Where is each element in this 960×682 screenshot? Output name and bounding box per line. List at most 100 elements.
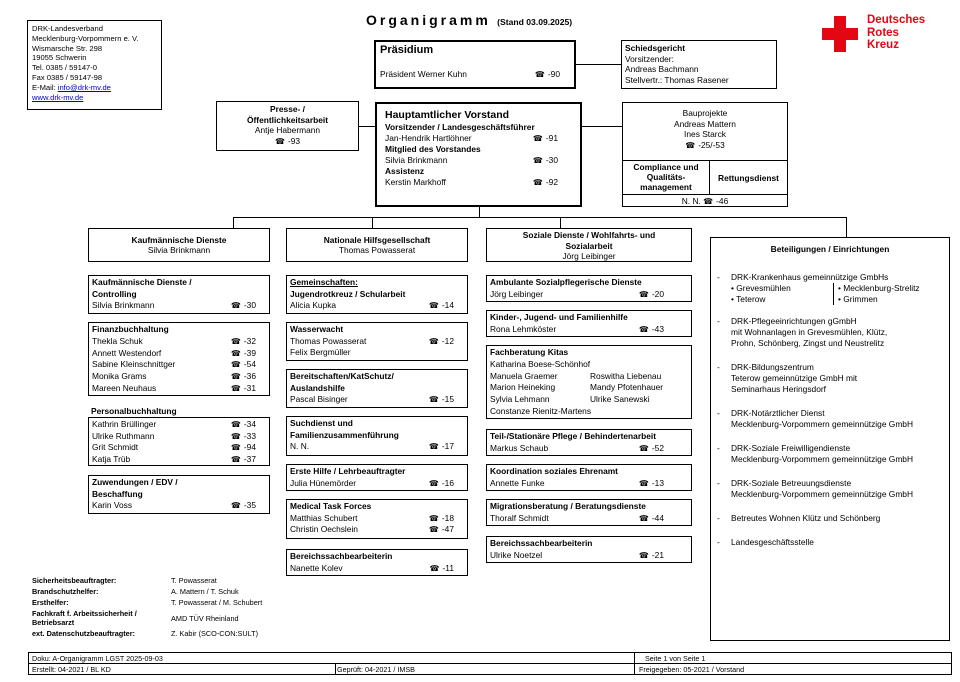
safety-name: Z. Kabir (SCO-CON:SULT) bbox=[171, 629, 259, 638]
column-lead: Thomas Powasserat bbox=[338, 245, 416, 256]
person: Ulrike Sanewski bbox=[590, 394, 650, 405]
phone-ext: -16 bbox=[429, 478, 454, 490]
footer-geprueft: Geprüft: 04-2021 / IMSB bbox=[337, 665, 415, 674]
box-title: Migrationsberatung / Beratungsdienste bbox=[490, 501, 646, 511]
bullet-dash: - bbox=[717, 478, 720, 489]
person: Marion Heineking bbox=[490, 382, 556, 393]
praesidium-box: Präsidium Präsident Werner Kuhn -90 bbox=[374, 40, 576, 89]
compliance-line: Compliance und bbox=[633, 162, 699, 172]
column-title: Soziale Dienste / Wohlfahrts- und bbox=[522, 230, 656, 240]
box-title: Fachberatung Kitas bbox=[490, 347, 569, 357]
nat-header: Nationale Hilfsgesellschaft Thomas Powas… bbox=[286, 228, 468, 262]
beteiligung-line: Betreutes Wohnen Klütz und Schönberg bbox=[731, 513, 881, 524]
box-title: Teil-/Stationäre Pflege / Behindertenarb… bbox=[490, 431, 656, 441]
bullet-dash: - bbox=[717, 408, 720, 419]
drk-logo: Deutsches Rotes Kreuz bbox=[822, 14, 942, 54]
personal-box: Kathrin Brüllinger-34 Ulrike Ruthmann-33… bbox=[88, 417, 270, 466]
footer-doku: Doku: A-Organigramm LGST 2025-09-03 bbox=[32, 654, 163, 663]
page-title-wrap: Organigramm (Stand 03.09.2025) bbox=[366, 12, 572, 29]
phone-ext: -13 bbox=[639, 478, 664, 490]
phone-ext: -11 bbox=[430, 563, 454, 575]
beteiligung-line: mit Wohnanlagen in Grevesmühlen, Klütz, bbox=[731, 327, 888, 338]
person: Felix Bergmüller bbox=[290, 347, 351, 357]
medical-box: Medical Task Forces Matthias Schubert-18… bbox=[286, 499, 468, 539]
person: Rona Lehmköster bbox=[490, 323, 557, 334]
soz-header: Soziale Dienste / Wohlfahrts- und Sozial… bbox=[486, 228, 692, 262]
box-title: Medical Task Forces bbox=[290, 501, 372, 511]
phone-ext: -47 bbox=[429, 524, 454, 536]
nn-person: N. N. bbox=[681, 196, 701, 206]
phone-ext: -91 bbox=[533, 133, 558, 144]
phone-ext: -52 bbox=[639, 443, 664, 455]
bullet-icon: • bbox=[731, 283, 737, 294]
presse-title: Presse- / bbox=[270, 104, 305, 114]
phone-ext: -44 bbox=[639, 513, 664, 525]
phone-ext: -43 bbox=[639, 324, 664, 336]
beteiligung-line: Prohn, Schönberg, Zingst und Neustrelitz bbox=[731, 338, 885, 349]
person: Alicia Kupka bbox=[290, 300, 337, 310]
beteiligungen-box: Beteiligungen / Einrichtungen - DRK-Kran… bbox=[710, 237, 950, 641]
phone-ext: -94 bbox=[231, 442, 256, 454]
kh-site: Teterow bbox=[736, 294, 766, 305]
box-title: Auslandshilfe bbox=[290, 382, 345, 393]
address-line: 19055 Schwerin bbox=[32, 53, 87, 63]
nat-sachbearbeiterin-box: Bereichssachbearbeiterin Nanette Kolev-1… bbox=[286, 549, 468, 576]
erste-hilfe-box: Erste Hilfe / Lehrbeauftragter Julia Hün… bbox=[286, 464, 468, 491]
phone-ext: -32 bbox=[231, 336, 256, 348]
person: Julia Hünemörder bbox=[290, 477, 357, 488]
vorstand-box: Hauptamtlicher Vorstand Vorsitzender / L… bbox=[375, 102, 582, 207]
personal-title: Personalbuchhaltung bbox=[91, 406, 177, 416]
kh-site: Grimmen bbox=[843, 294, 878, 305]
box-title: Finanzbuchhaltung bbox=[92, 324, 169, 334]
person: Mareen Neuhaus bbox=[92, 382, 157, 393]
schiedsgericht-title: Schiedsgericht bbox=[625, 43, 686, 53]
praesidium-title: Präsidium bbox=[380, 44, 434, 56]
safety-role: Brandschutzhelfer: bbox=[32, 587, 99, 596]
safety-roles: Sicherheitsbeauftragter: Brandschutzhelf… bbox=[32, 575, 168, 639]
person: Pascal Bisinger bbox=[290, 394, 348, 404]
compliance-cell: Compliance und Qualitäts- management bbox=[623, 162, 709, 192]
vorstand-sub: Mitglied des Vorstandes bbox=[385, 144, 481, 154]
person: Kathrin Brüllinger bbox=[92, 419, 157, 429]
address-line: Wismarsche Str. 298 bbox=[32, 43, 103, 53]
phone-ext: -90 bbox=[535, 69, 560, 80]
footer-table: Doku: A-Organigramm LGST 2025-09-03 Seit… bbox=[28, 652, 952, 675]
phone-ext: -18 bbox=[429, 513, 454, 525]
logo-line-1: Deutsches bbox=[867, 14, 926, 26]
beteiligung-line: Teterow gemeinnützige GmbH mit bbox=[731, 373, 858, 384]
person: Annette Funke bbox=[490, 477, 545, 488]
person: N. N. bbox=[290, 441, 310, 451]
kinder-box: Kinder-, Jugend- und Familienhilfe Rona … bbox=[486, 310, 692, 337]
teilstationaer-box: Teil-/Stationäre Pflege / Behindertenarb… bbox=[486, 429, 692, 456]
suchdienst-box: Suchdienst und Familienzusammenführung N… bbox=[286, 416, 468, 456]
footer-freigegeben: Freigegeben: 05-2021 / Vorstand bbox=[639, 665, 745, 674]
page-title: Organigramm bbox=[366, 12, 491, 28]
beteiligungen-title: Beteiligungen / Einrichtungen bbox=[770, 244, 890, 254]
footer-erstellt: Erstellt: 04-2021 / BL KD bbox=[32, 665, 111, 674]
person: Thoralf Schmidt bbox=[490, 512, 549, 523]
beteiligung-line: Mecklenburg-Vorpommern gemeinnützige Gmb… bbox=[731, 454, 914, 465]
presse-person: Antje Habermann bbox=[254, 125, 321, 135]
kitas-box: Fachberatung Kitas Katharina Boese-Schön… bbox=[486, 345, 692, 419]
bauprojekte-person: Andreas Mattern bbox=[674, 118, 736, 129]
email-link[interactable]: info@drk-mv.de bbox=[57, 82, 111, 92]
phone-ext: -12 bbox=[429, 336, 454, 348]
schiedsgericht-line: Stellvertr.: Thomas Rasener bbox=[625, 74, 729, 85]
column-title: Kaufmännische Dienste bbox=[131, 235, 227, 245]
column-title: Sozialarbeit bbox=[565, 240, 613, 251]
address-line: DRK-Landesverband bbox=[32, 24, 103, 33]
address-line: Tel. 0385 / 59147-0 bbox=[32, 63, 98, 73]
phone-ext: -54 bbox=[231, 359, 256, 371]
edv-box: Zuwendungen / EDV / Beschaffung Karin Vo… bbox=[88, 475, 270, 514]
person: Karin Voss bbox=[92, 500, 133, 510]
box-title: Erste Hilfe / Lehrbeauftragter bbox=[290, 466, 406, 476]
column-title: Nationale Hilfsgesellschaft bbox=[323, 235, 431, 245]
website-link[interactable]: www.drk-mv.de bbox=[32, 92, 84, 102]
box-title: Familienzusammenführung bbox=[290, 429, 399, 440]
box-title: Koordination soziales Ehrenamt bbox=[490, 466, 618, 476]
vorstand-sub: Assistenz bbox=[385, 166, 425, 176]
beteiligung-line: Mecklenburg-Vorpommern gemeinnützige Gmb… bbox=[731, 489, 914, 500]
wasserwacht-box: Wasserwacht Thomas Powasserat-12 Felix B… bbox=[286, 322, 468, 361]
box-title: Gemeinschaften: bbox=[290, 277, 358, 287]
safety-role: ext. Datenschutzbeauftragter: bbox=[32, 629, 135, 638]
